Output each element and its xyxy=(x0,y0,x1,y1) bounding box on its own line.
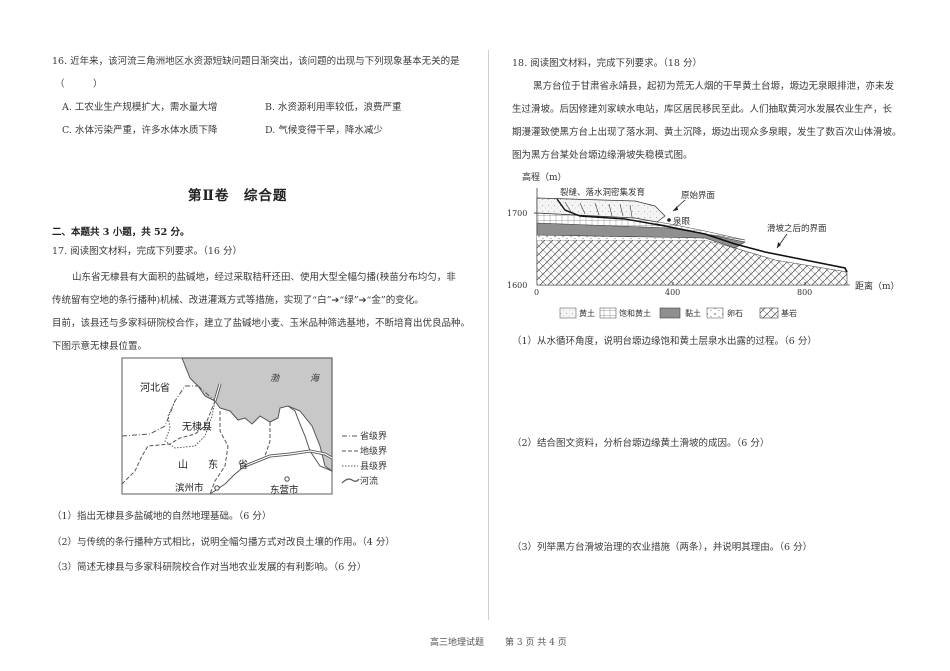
q17-material-line-2: 传统留有空地的条行播种)机械、改进灌溉方式等措施，实现了“白”➔“绿”➔“金”的… xyxy=(52,295,424,306)
map-label-dong: 东 xyxy=(208,458,218,471)
diagram-legend: 黄土 饱和黄土 黏土 卵石 基岩 xyxy=(559,307,797,319)
x-axis-label: 距离（m） xyxy=(855,280,900,292)
x-tick-400: 400 xyxy=(665,288,680,297)
q18-material-line-4: 图为黑方台某处台塬边缘滑坡失稳模式图。 xyxy=(512,150,693,161)
q16-option-d: D. 气候变得干旱，降水减少 xyxy=(265,125,383,136)
q17-sub-3: （3）简述无棣县与多家科研院校合作对当地农业发展的有利影响。（6 分） xyxy=(52,562,367,573)
dongying-city-marker xyxy=(284,476,290,482)
map-label-sheng: 省 xyxy=(238,458,248,471)
binzhou-city-marker xyxy=(214,485,220,491)
q18-stem: 18. 阅读图文材料，完成下列要求。（18 分） xyxy=(512,58,702,69)
q18-material-line-3: 期漫灌致使黑方台上出现了落水洞、黄土沉降，塬边出现众多泉眼，发生了数百次山体滑坡… xyxy=(512,127,902,138)
q16-option-c: C. 水体污染严重，许多水体水质下降 xyxy=(62,125,218,136)
column-divider xyxy=(488,50,489,620)
section-description: 二、本题共 3 小题，共 52 分。 xyxy=(52,227,190,238)
svg-text:基岩: 基岩 xyxy=(781,308,797,318)
svg-text:黏土: 黏土 xyxy=(685,308,701,318)
q16-option-a: A. 工农业生产规模扩大，需水量大增 xyxy=(62,102,218,113)
annotation-cracks: 裂缝、落水洞密集发育 xyxy=(560,187,645,198)
q18-material-line-1: 黑方台位于甘肃省永靖县，起初为荒无人烟的干旱黄土台塬，塬边无泉眼排泄，亦未发 xyxy=(533,81,895,92)
y-tick-1600: 1600 xyxy=(507,281,527,290)
q17-stem: 17. 阅读图文材料，完成下列要求。（16 分） xyxy=(52,246,242,257)
svg-text:卵石: 卵石 xyxy=(727,308,743,318)
svg-text:省级界: 省级界 xyxy=(360,430,387,442)
y-tick-1700: 1700 xyxy=(507,209,527,218)
q18-material-line-2: 生过滑坡。后因修建刘家峡水电站，库区居民移民至此。人们抽取黄河水发展农业生产，长 xyxy=(512,104,893,115)
map-label-bohai-1: 渤 xyxy=(270,373,280,384)
q18-sub-2: （2）结合图文资料，分析台塬边缘黄土滑坡的成因。（6 分） xyxy=(512,438,770,449)
q16-answer-paren: （ ） xyxy=(55,79,103,90)
q16-option-b: B. 水资源利用率较低，浪费严重 xyxy=(265,102,402,113)
q17-material-line-3: 目前，该县还与多家科研院校合作，建立了盐碱地小麦、玉米品种筛选基地，不断培育出优… xyxy=(52,318,471,329)
q17-material-line-4: 下图示意无棣县位置。 xyxy=(52,341,148,352)
svg-text:地级界: 地级界 xyxy=(360,445,387,457)
svg-text:县级界: 县级界 xyxy=(360,460,387,472)
q18-sub-1: （1）从水循环角度，说明台塬边缘饱和黄土层泉水出露的过程。（6 分） xyxy=(512,336,817,347)
q18-sub-3: （3）列举黑方台滑坡治理的农业措施（两条），并说明其理由。（6 分） xyxy=(512,542,813,553)
map-label-wudi: 无棣县 xyxy=(182,420,212,433)
spring-marker xyxy=(667,218,671,222)
wudi-location-map: 河北省 渤 海 无棣县 山 东 省 滨州市 东营市 省级界 地级界 县级界 河流 xyxy=(121,357,387,496)
q17-sub-2: （2）与传统的条行播种方式相比，说明全幅匀播方式对改良土壤的作用。（4 分） xyxy=(52,537,395,548)
svg-text:饱和黄土: 饱和黄土 xyxy=(619,308,651,318)
landslide-profile-diagram: 高程（m） 1700 1600 0 400 8 xyxy=(507,171,900,319)
svg-text:黄土: 黄土 xyxy=(579,308,595,318)
annotation-spring: 泉眼 xyxy=(673,216,691,227)
map-legend: 省级界 地级界 县级界 河流 xyxy=(341,430,387,487)
q16-stem: 16. 近年来，该河流三角洲地区水资源短缺问题日渐突出，该问题的出现与下列现象基… xyxy=(52,56,460,67)
x-tick-800: 800 xyxy=(797,288,812,297)
svg-text:河流: 河流 xyxy=(360,475,378,487)
map-label-binzhou: 滨州市 xyxy=(175,482,204,494)
annotation-after-slide-interface: 滑坡之后的界面 xyxy=(767,223,827,234)
map-label-hebei: 河北省 xyxy=(140,381,170,394)
map-label-shan: 山 xyxy=(178,459,188,471)
annotation-original-interface: 原始界面 xyxy=(681,190,716,201)
x-tick-0: 0 xyxy=(534,288,539,297)
map-label-bohai-2: 海 xyxy=(310,373,321,384)
q17-sub-1: （1）指出无棣县多盐碱地的自然地理基础。（6 分） xyxy=(52,511,272,522)
y-axis-label: 高程（m） xyxy=(522,171,567,183)
river-legend-icon xyxy=(341,478,360,484)
q17-material-line-1: 山东省无棣县有大面积的盐碱地，经过采取秸秆还田、使用大型全幅匀播(秧苗分布均匀，… xyxy=(72,272,456,283)
map-label-dongying: 东营市 xyxy=(270,484,299,496)
section-title: 第Ⅱ卷 综合题 xyxy=(188,188,288,204)
footer-page-number: 第 3 页 共 4 页 xyxy=(505,638,567,648)
footer-subject: 高三地理试题 xyxy=(430,638,485,648)
